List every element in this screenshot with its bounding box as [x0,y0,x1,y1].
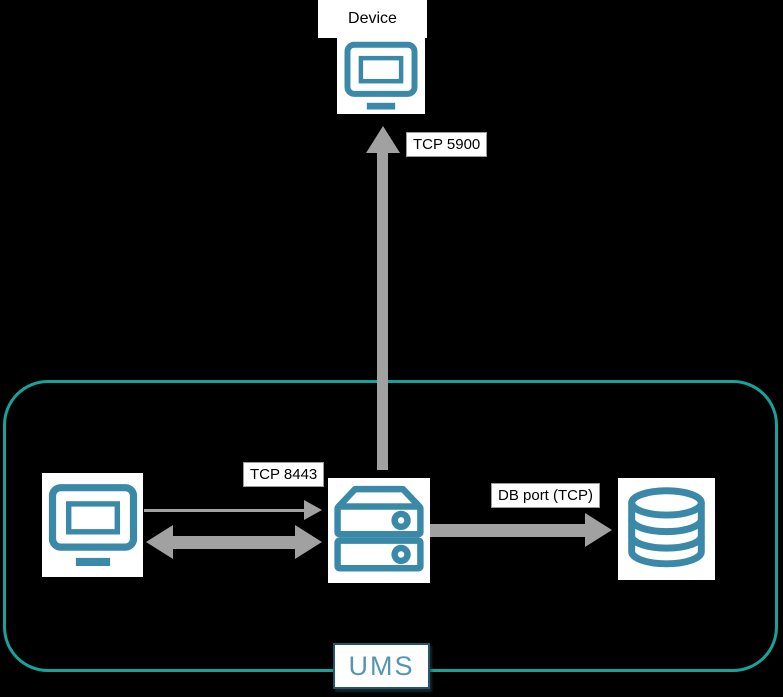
arrow-right-small-head-icon [304,500,322,520]
device-node-label: Device [318,0,427,38]
arrow-console-to-server-thin-shaft [144,509,306,512]
database-icon [628,487,705,568]
arrow-console-server-bidirectional-shaft [168,536,302,549]
server-icon [334,485,424,572]
tcp-8443-label: TCP 8443 [243,462,325,487]
device-label-text: Device [348,10,397,27]
arrow-left-head-icon [146,525,173,559]
console-monitor-icon [48,483,137,566]
db-port-label: DB port (TCP) [491,483,601,508]
server-node [328,478,430,583]
tcp-5900-label: TCP 5900 [406,132,488,157]
ums-label-text: UMS [348,650,415,681]
device-node [337,37,425,114]
arrow-server-to-device-shaft [377,152,388,470]
arrow-right-head-icon [295,525,322,559]
database-node [618,478,715,580]
arrow-up-head-icon [366,126,400,153]
ums-label-box: UMS [333,643,430,689]
arrow-right-db-head-icon [585,513,612,547]
console-node [42,473,143,577]
arrow-server-to-database-shaft [430,524,588,537]
monitor-icon [344,41,418,110]
